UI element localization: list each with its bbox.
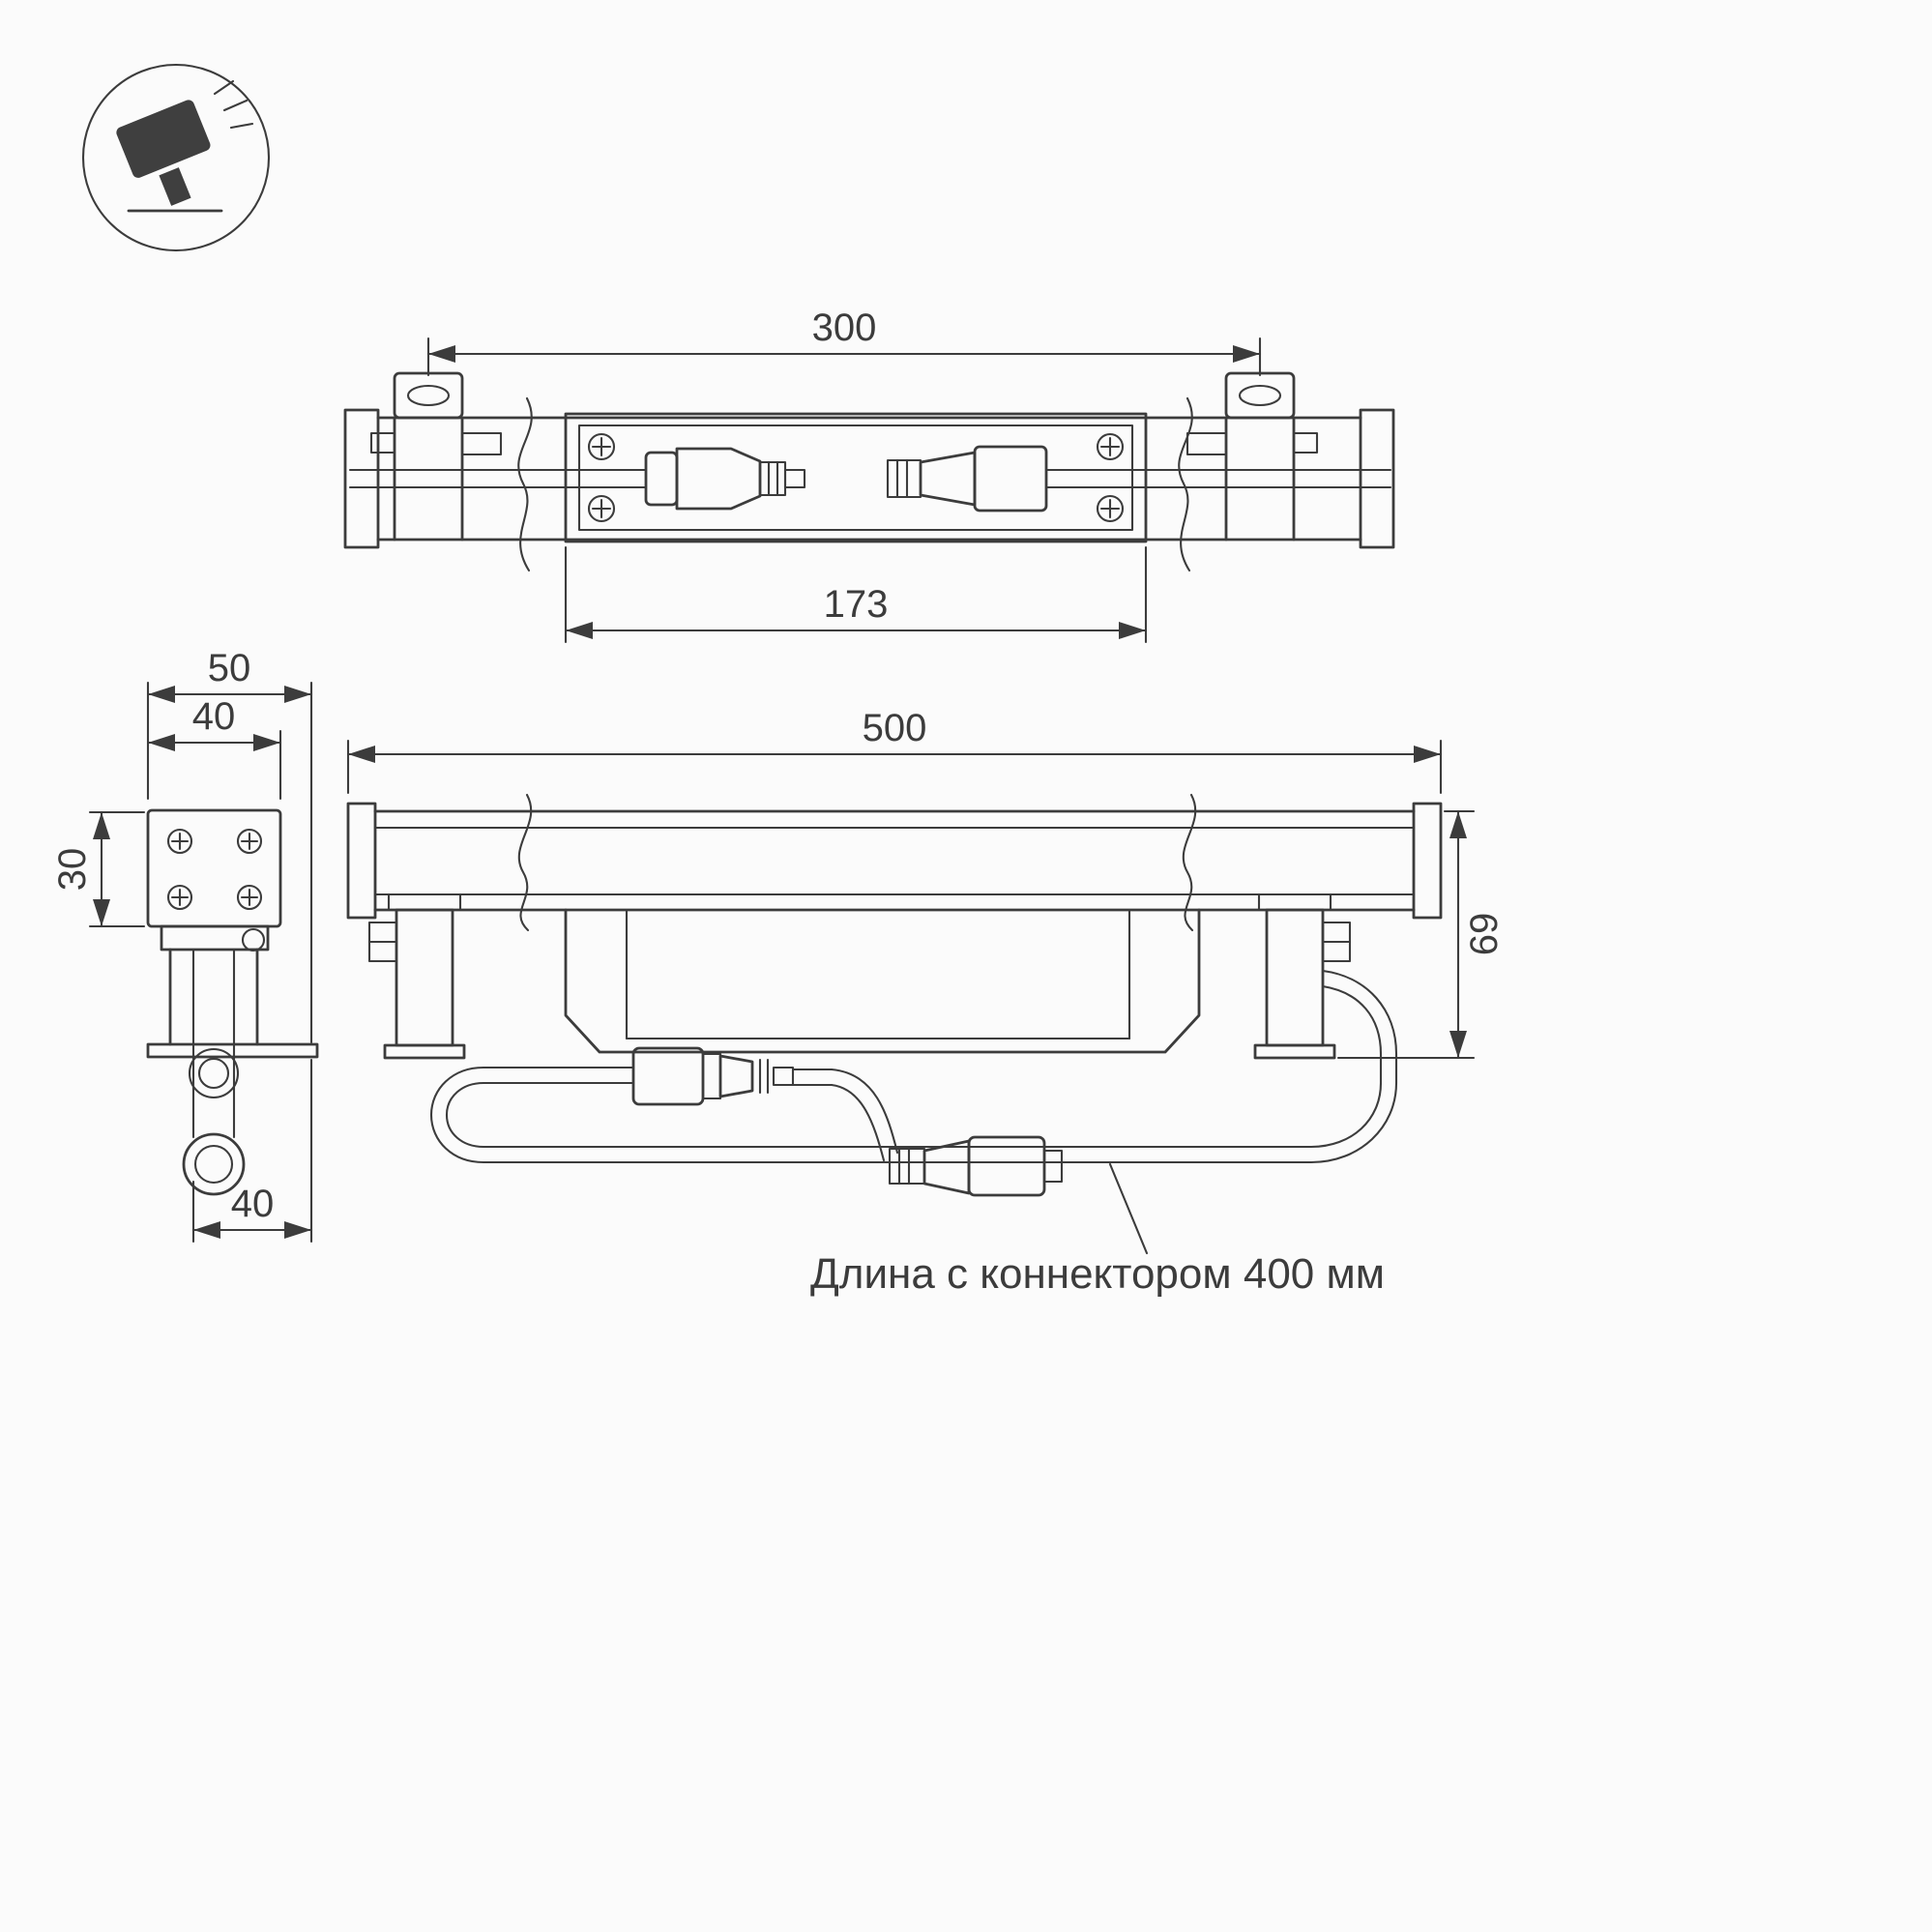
screw (236, 884, 263, 911)
end-cap-right (1412, 802, 1443, 920)
bracket-side-view (146, 924, 319, 1059)
dim-label-69: 69 (1463, 913, 1506, 956)
dim-label-40-bottom: 40 (231, 1183, 275, 1225)
profile-body (146, 808, 282, 928)
bracket-left-front-view (367, 893, 466, 1060)
dim-30: 30 (51, 810, 146, 928)
connector-plug-top-view (644, 447, 806, 511)
light-ray (213, 79, 235, 96)
dim-label-40-top: 40 (192, 695, 236, 738)
screw (166, 828, 193, 855)
top-view: 300 173 (343, 307, 1395, 644)
adjust-knob (241, 927, 266, 952)
cable-side-view (182, 948, 246, 1196)
connector-socket-top-view (886, 445, 1048, 512)
screw (1096, 494, 1125, 523)
connector-end-view (182, 1132, 246, 1196)
dim-50: 50 (146, 647, 313, 1044)
dim-label-30: 30 (51, 848, 94, 892)
front-view: 500 69 Длина с коннектором 400 мм (346, 707, 1506, 1298)
connector-length-note: Длина с коннектором 400 мм (810, 1250, 1385, 1298)
connector-plug-front-view (631, 1046, 795, 1106)
driver-housing (564, 908, 1201, 1054)
break-line (1178, 396, 1193, 572)
light-ray (229, 122, 254, 130)
side-view: 50 40 30 40 (51, 647, 319, 1244)
bracket-left-top-view (369, 371, 503, 542)
bracket-right-front-view (1253, 893, 1352, 1060)
screw (236, 828, 263, 855)
break-line (517, 396, 533, 572)
dim-500: 500 (346, 707, 1443, 795)
light-ray (222, 99, 249, 112)
dim-40-top: 40 (146, 695, 282, 801)
tilted-floodlight-icon (81, 63, 271, 252)
screw (1096, 432, 1125, 461)
dim-label-173: 173 (824, 583, 889, 626)
dim-69: 69 (1336, 809, 1506, 1060)
dim-label-500: 500 (863, 707, 927, 749)
screw (166, 884, 193, 911)
screw (587, 432, 616, 461)
cable-front-view (429, 969, 1398, 1164)
bracket-right-top-view (1186, 371, 1319, 542)
dim-label-300: 300 (812, 307, 877, 349)
break-line (517, 793, 533, 932)
dim-173: 173 (564, 545, 1148, 644)
connector-socket-front-view (888, 1135, 1064, 1197)
leader-line (1108, 1162, 1149, 1255)
dim-40-bottom: 40 (191, 1058, 313, 1244)
dim-label-50: 50 (208, 647, 251, 689)
dim-300: 300 (426, 307, 1262, 377)
end-cap-left (346, 802, 377, 920)
center-panel (564, 412, 1148, 543)
screw (587, 494, 616, 523)
break-line (1182, 793, 1197, 932)
end-cap-left (343, 408, 380, 549)
end-cap-right (1359, 408, 1395, 549)
cable-top-view (348, 468, 1392, 489)
